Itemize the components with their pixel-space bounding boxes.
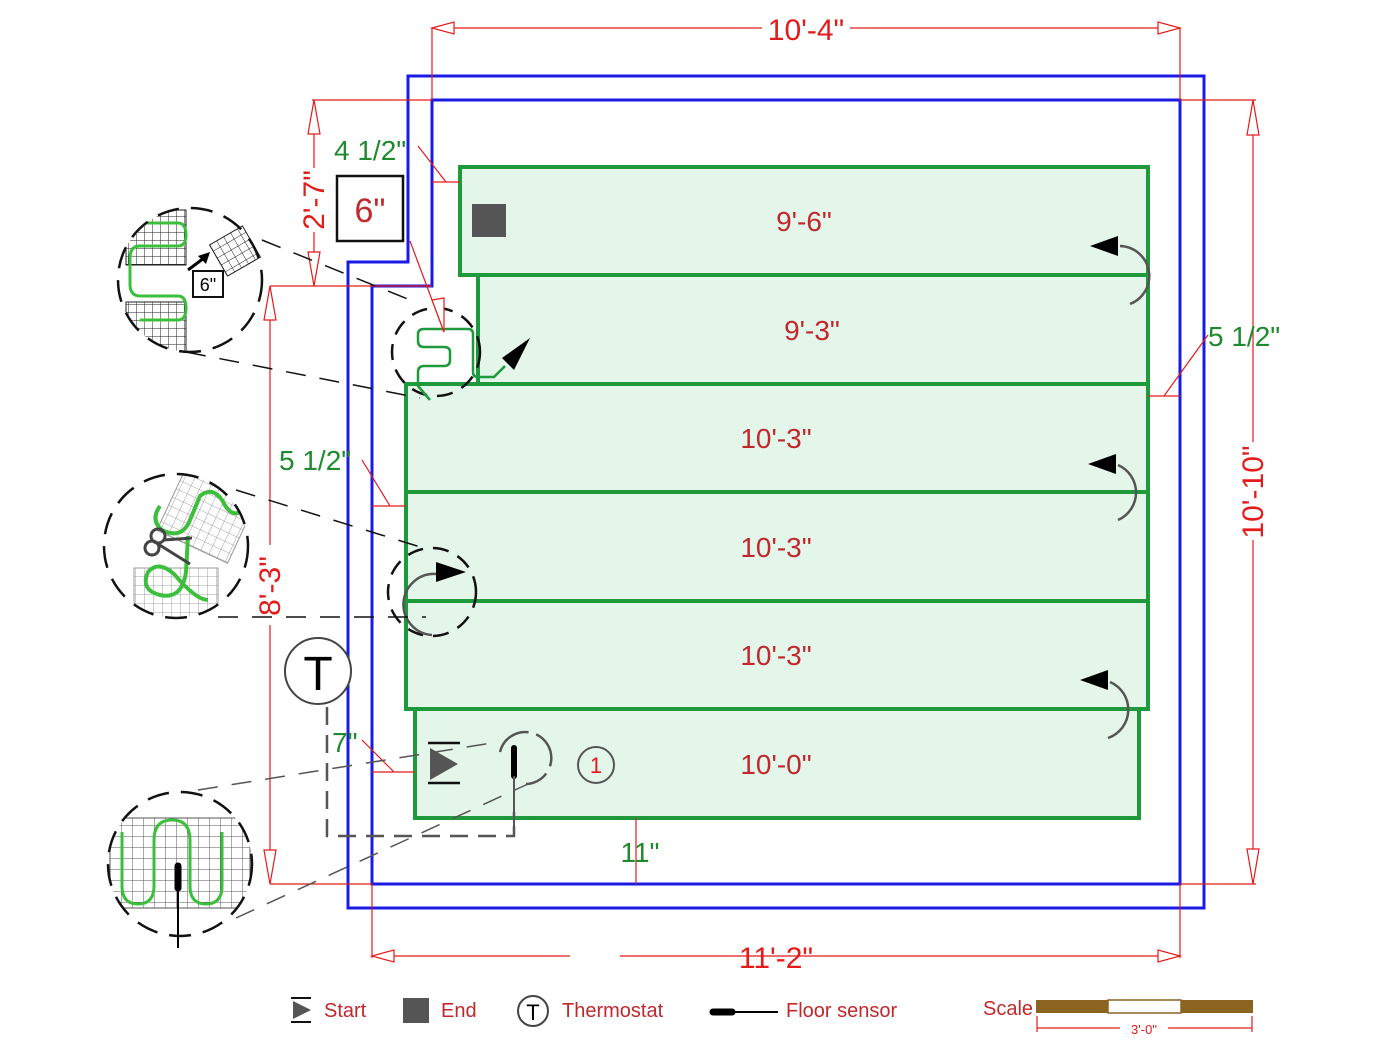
dimension-labels: 10'-4" 11'-2" 10'-10" 2'-7" 8'-3" xyxy=(254,14,1270,975)
legend-thermostat-symbol: T xyxy=(526,1000,539,1025)
thermostat-icon xyxy=(517,995,549,1027)
start-icon xyxy=(293,1001,311,1019)
inset-cut-turn xyxy=(102,472,431,620)
scale-label: Scale xyxy=(983,998,1033,1020)
arrow-icon xyxy=(198,252,210,264)
notch-size-box: 6" xyxy=(335,174,405,243)
dim-top-width: 10'-4" xyxy=(768,14,844,47)
row-label-4: 10'-3" xyxy=(740,532,811,563)
turn-arrow-5-6 xyxy=(1107,680,1130,740)
legend-floor-sensor-label: Floor sensor xyxy=(786,1000,897,1022)
clearance-top-left: 4 1/2" xyxy=(334,135,406,166)
mat-row-6[interactable] xyxy=(413,707,1141,820)
inset-sensor xyxy=(106,741,529,948)
legend-thermostat-label: Thermostat xyxy=(562,1000,664,1022)
mat-number: 1 xyxy=(590,753,602,778)
legend-start: Start xyxy=(291,997,367,1023)
turn-arrowhead-icon xyxy=(436,562,466,582)
scissors-icon xyxy=(143,527,193,566)
row-label-1: 9'-6" xyxy=(776,206,832,237)
thermostat-wire xyxy=(325,707,516,838)
clearance-left: 5 1/2" xyxy=(279,445,351,476)
dim-left-lower: 8'-3" xyxy=(254,556,287,616)
dim-left-upper: 2'-7" xyxy=(298,170,331,230)
clearance-labels: 4 1/2" 5 1/2" 5 1/2" 7" 11" xyxy=(279,135,1280,868)
end-icon xyxy=(403,998,429,1023)
mat-rows xyxy=(404,165,1150,820)
inset-notch-label: 6" xyxy=(200,275,216,295)
turn-arrows xyxy=(1080,236,1151,740)
clearance-right: 5 1/2" xyxy=(1208,321,1280,352)
turn-arrowhead-icon xyxy=(1080,670,1108,690)
legend-floor-sensor: Floor sensor xyxy=(709,1000,897,1022)
legend-end-label: End xyxy=(441,1000,477,1022)
scale-length: 3'-0" xyxy=(1131,1022,1157,1037)
turn-arrowhead-icon xyxy=(1088,454,1116,474)
left-turn-detail xyxy=(386,546,478,638)
turn-arrow-1-2 xyxy=(1119,244,1151,306)
clearance-bottom: 11" xyxy=(620,837,659,868)
dim-right-height: 10'-10" xyxy=(1237,445,1270,538)
row-label-2: 9'-3" xyxy=(784,315,840,346)
row-labels: 9'-6" 9'-3" 10'-3" 10'-3" 10'-3" 10'-0" xyxy=(740,206,840,780)
thermostat-symbol: T xyxy=(303,648,332,701)
legend-end: End xyxy=(403,998,477,1023)
direction-arrow-icon xyxy=(502,338,530,370)
row-label-5: 10'-3" xyxy=(740,640,811,671)
turn-arrowhead-icon xyxy=(1090,236,1118,256)
legend: Start End T Thermostat Floor sensor xyxy=(291,995,897,1027)
thermostat[interactable]: T xyxy=(284,637,352,705)
clearance-start: 7" xyxy=(332,727,358,758)
dimension-lines xyxy=(263,21,1260,1032)
mat-row-3[interactable] xyxy=(404,382,1150,494)
legend-thermostat: T Thermostat xyxy=(517,995,664,1027)
end-marker-icon xyxy=(472,204,506,237)
notch-cable-detail xyxy=(390,306,530,401)
row-label-6: 10'-0" xyxy=(740,749,811,780)
legend-start-label: Start xyxy=(324,1000,367,1022)
mat-row-1[interactable] xyxy=(458,165,1150,277)
turn-arrow-3-4 xyxy=(1117,463,1138,522)
mat-row-5[interactable] xyxy=(404,599,1150,711)
mat-row-2[interactable] xyxy=(476,273,1150,386)
thermostat-icon xyxy=(284,637,352,705)
row-label-3: 10'-3" xyxy=(740,423,811,454)
outer-wall xyxy=(346,74,1206,910)
notch-size-label: 6" xyxy=(355,192,386,230)
mat-number-badge: 1 xyxy=(577,746,615,784)
start-marker-icon xyxy=(428,741,460,785)
dim-bottom-width: 11'-2" xyxy=(739,942,813,975)
scale-bar: Scale 3'-0" xyxy=(983,998,1253,1037)
mat-row-4[interactable] xyxy=(404,490,1150,603)
